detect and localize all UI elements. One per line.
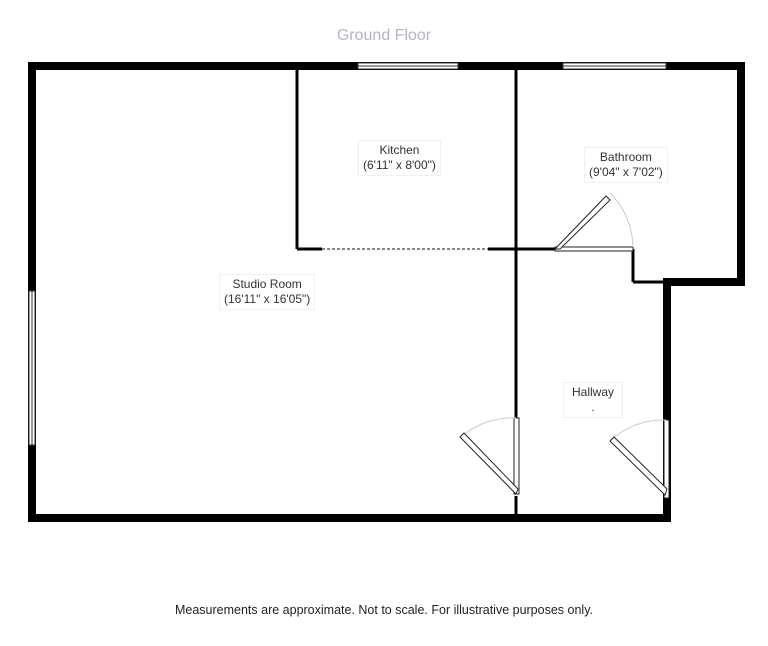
interior-walls — [295, 68, 664, 516]
studio-door[interactable] — [459, 417, 520, 495]
room-label-bathroom: Bathroom (9'04" x 7'02") — [584, 147, 668, 183]
room-name: Bathroom — [599, 150, 652, 164]
entrance-door[interactable] — [609, 419, 670, 499]
room-name: Hallway — [571, 385, 614, 399]
room-label-studio: Studio Room (16'11" x 16'05") — [219, 274, 316, 310]
floor-title: Ground Floor — [336, 27, 432, 44]
disclaimer: Measurements are approximate. Not to sca… — [174, 603, 593, 617]
room-name: Studio Room — [232, 277, 302, 291]
room-label-kitchen: Kitchen (6'11" x 8'00") — [358, 140, 441, 176]
room-dims: (6'11" x 8'00") — [363, 158, 436, 172]
room-dims: (16'11" x 16'05") — [224, 292, 311, 306]
room-label-hallway: Hallway . — [563, 382, 623, 418]
room-name: Kitchen — [379, 143, 420, 157]
room-dims: . — [591, 400, 595, 414]
windows — [28, 62, 667, 446]
bathroom-door[interactable] — [553, 192, 634, 252]
room-dims: (9'04" x 7'02") — [589, 165, 663, 179]
outer-walls — [28, 62, 745, 522]
